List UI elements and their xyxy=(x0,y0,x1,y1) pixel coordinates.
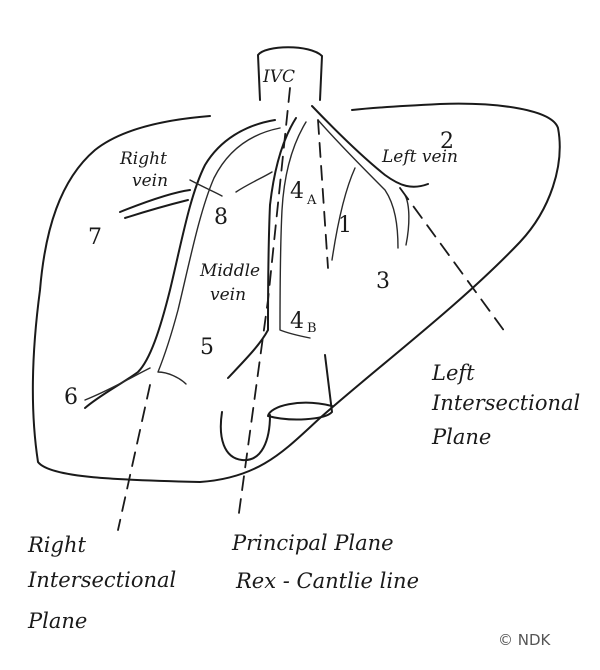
caudate-outline xyxy=(331,167,356,261)
middle-vein-label-line1: Middle xyxy=(199,261,260,281)
segment-5: 5 xyxy=(200,335,214,360)
left-hepatic-vein xyxy=(311,105,429,188)
segment-3: 3 xyxy=(376,269,390,294)
segment-6: 6 xyxy=(64,385,78,410)
right-hepatic-vein-inner xyxy=(157,127,281,385)
right-plane-caption-line1: Right xyxy=(27,533,86,557)
segment-4b-letter: B xyxy=(307,321,317,336)
ivc-lower xyxy=(267,354,333,421)
ivc-label: IVC xyxy=(262,67,295,87)
liver-outline xyxy=(31,102,561,483)
segment-4a-number: 4 xyxy=(290,179,304,204)
right-vein-label-line2: vein xyxy=(132,171,168,191)
middle-vein-branch xyxy=(189,171,273,197)
left-intersectional-plane-line xyxy=(399,187,506,333)
gallbladder xyxy=(219,411,271,462)
right-intersectional-plane-line xyxy=(117,384,151,531)
left-vein-label: Left vein xyxy=(381,147,458,167)
right-lower-branch xyxy=(84,367,151,401)
middle-vein-label-line2: vein xyxy=(210,285,246,305)
segment-4b-number: 4 xyxy=(290,309,304,334)
principal-plane-line xyxy=(237,87,291,521)
left-plane-caption-line1: Left xyxy=(431,361,475,385)
copyright-label: © NDK xyxy=(498,631,552,649)
principal-plane-line-2 xyxy=(317,119,329,269)
segment-7: 7 xyxy=(88,225,102,250)
left-hepatic-vein-inner xyxy=(317,119,399,249)
left-vein-branch xyxy=(404,194,410,246)
left-plane-caption-line3: Plane xyxy=(431,425,491,449)
middle-hepatic-vein-inner xyxy=(279,121,311,339)
segment-2: 2 xyxy=(440,129,454,154)
right-plane-caption-line3: Plane xyxy=(27,609,87,633)
right-vein-label-line1: Right xyxy=(119,149,167,169)
right-vein-branch xyxy=(119,189,191,219)
right-plane-caption-line2: Intersectional xyxy=(27,568,176,592)
segment-4a-letter: A xyxy=(306,193,317,208)
segment-1: 1 xyxy=(338,213,352,238)
principal-plane-caption-line2: Rex - Cantlie line xyxy=(235,569,419,593)
middle-hepatic-vein xyxy=(227,117,297,379)
principal-plane-caption-line1: Principal Plane xyxy=(231,531,394,555)
ivc-vessel xyxy=(257,46,323,101)
left-plane-caption-line2: Intersectional xyxy=(431,391,580,415)
segment-8: 8 xyxy=(214,205,228,230)
